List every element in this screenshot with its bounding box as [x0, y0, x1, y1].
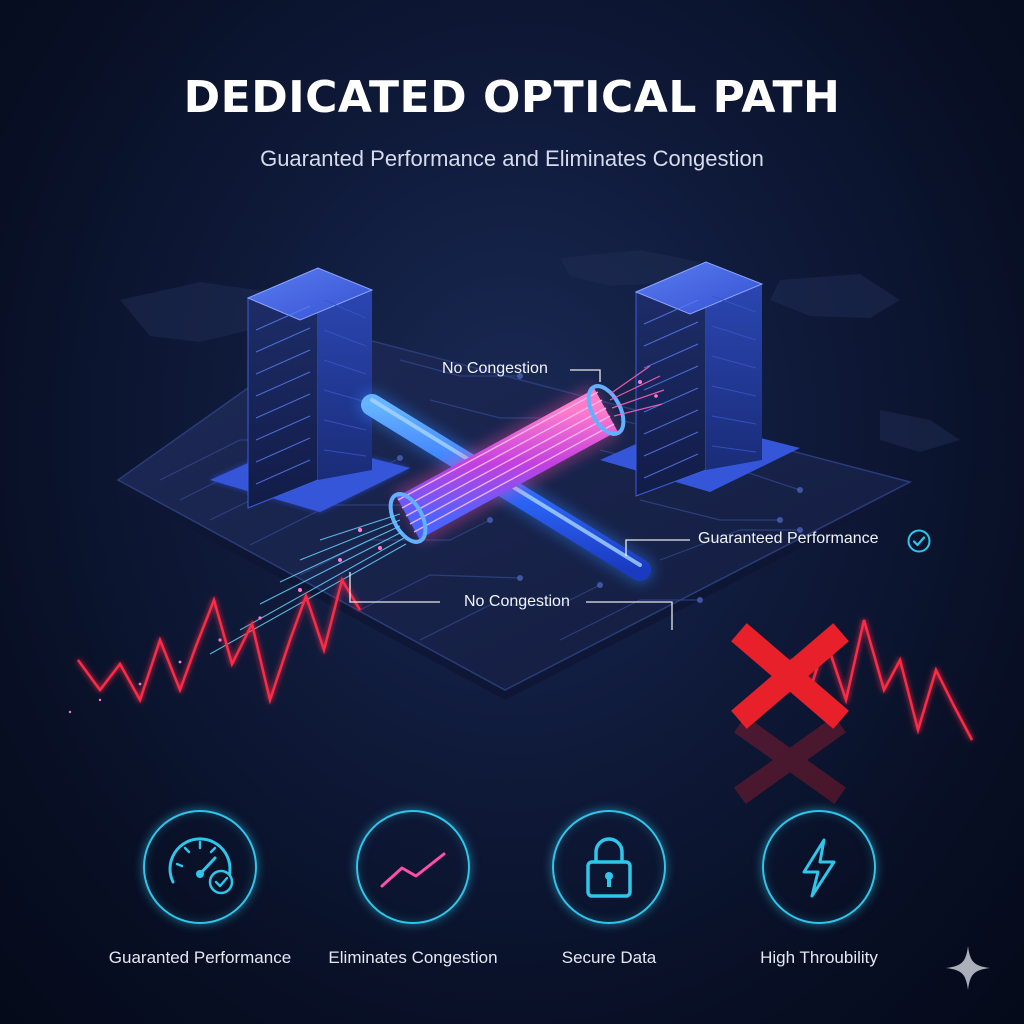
callout-no-congestion-top: No Congestion	[442, 360, 548, 377]
callout-no-congestion-middle: No Congestion	[464, 593, 570, 610]
lightning-bolt-icon	[762, 810, 876, 924]
feature-secure-data: Secure Data	[509, 810, 709, 968]
callout-guaranteed-performance: Guaranteed Performance	[698, 530, 879, 547]
red-signal-wave-left	[76, 576, 362, 705]
circuit-board	[116, 329, 913, 700]
red-x-icon	[731, 623, 849, 804]
fiber-optic-cable	[68, 365, 665, 714]
padlock-icon	[552, 810, 666, 924]
feature-label: High Throubility	[760, 948, 878, 967]
speedometer-check-icon	[143, 810, 257, 924]
right-server-tower	[600, 261, 800, 497]
page-subtitle: Guaranted Performance and Eliminates Con…	[260, 146, 764, 171]
left-server-tower	[210, 267, 410, 512]
feature-eliminates-congestion: Eliminates Congestion	[313, 810, 513, 968]
feature-label: Secure Data	[561, 948, 657, 967]
feature-guaranteed-performance: Guaranted Performance	[100, 810, 300, 968]
feature-label: Eliminates Congestion	[328, 948, 498, 967]
feature-high-throughput: High Throubility	[719, 810, 919, 968]
callout-leaders	[349, 369, 690, 630]
check-circle-icon	[907, 529, 931, 553]
page-title: DEDICATED OPTICAL PATH	[183, 72, 841, 123]
trend-line-icon	[356, 810, 470, 924]
sparkle-icon	[946, 946, 990, 990]
feature-label: Guaranted Performance	[108, 948, 292, 967]
